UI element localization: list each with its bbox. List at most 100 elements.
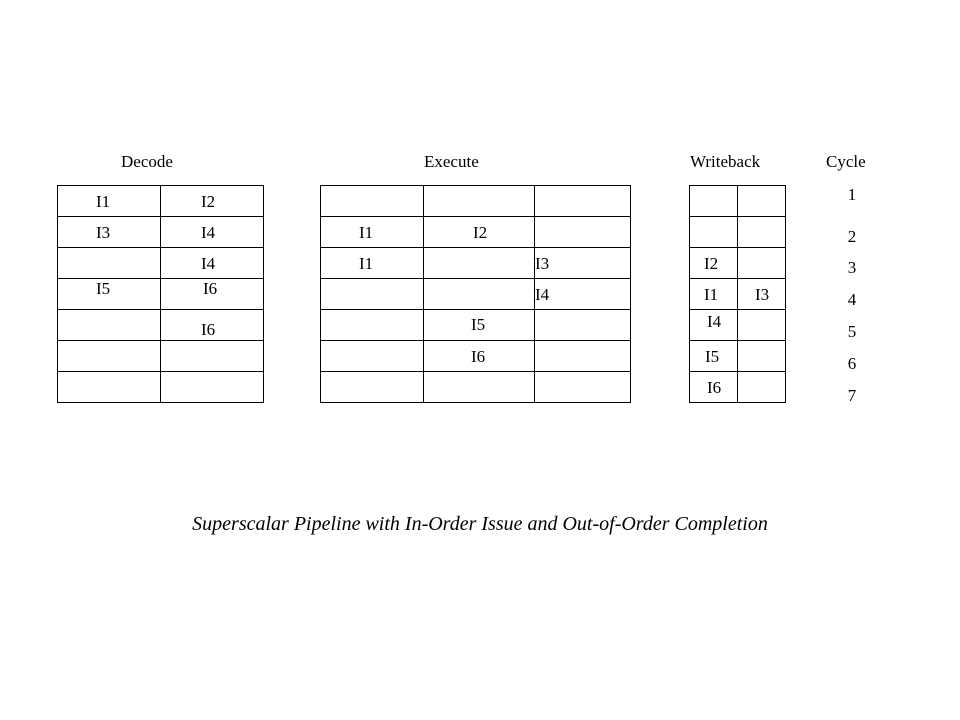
writeback-header: Writeback: [690, 152, 761, 171]
writeback-cell: I3: [737, 278, 786, 310]
decode-cell: I6: [160, 309, 264, 341]
execute-row: I1 I2: [320, 216, 631, 248]
execute-instruction: I2: [473, 223, 488, 242]
execute-row: I5: [320, 309, 631, 341]
decode-row: I5 I6: [57, 278, 264, 310]
writeback-cell: I5: [689, 340, 738, 372]
cycle-header: Cycle: [826, 152, 866, 171]
execute-cell: I5: [423, 309, 535, 341]
writeback-cell: [737, 247, 786, 279]
decode-cell: I6: [160, 278, 264, 310]
execute-cell: [320, 185, 424, 217]
cycle-number: 1: [847, 185, 857, 204]
cycle-number: 2: [847, 227, 857, 246]
decode-row: I6: [57, 309, 264, 341]
writeback-cell: [737, 309, 786, 341]
execute-cell: [423, 247, 535, 279]
decode-cell: [160, 371, 264, 403]
writeback-instruction: I3: [755, 285, 770, 304]
cycle-number: 7: [847, 386, 857, 405]
execute-row: [320, 185, 631, 217]
decode-cell: I2: [160, 185, 264, 217]
decode-row: I1 I2: [57, 185, 264, 217]
execute-row: I1 I3: [320, 247, 631, 279]
decode-header: Decode: [121, 152, 173, 171]
writeback-row: I5: [689, 340, 786, 372]
writeback-row: I4: [689, 309, 786, 341]
execute-instruction: I1: [359, 223, 374, 242]
decode-cell: [160, 340, 264, 372]
execute-cell: [320, 309, 424, 341]
decode-cell: I1: [57, 185, 161, 217]
decode-cell: [57, 371, 161, 403]
execute-row: I6: [320, 340, 631, 372]
decode-instruction: I1: [96, 192, 111, 211]
decode-cell: [57, 309, 161, 341]
decode-cell: I3: [57, 216, 161, 248]
writeback-instruction: I6: [707, 378, 722, 397]
decode-instruction: I3: [96, 223, 111, 242]
execute-instruction: I5: [471, 315, 486, 334]
execute-cell: [534, 216, 631, 248]
cycle-number: 6: [847, 354, 857, 373]
decode-instruction: I6: [201, 320, 216, 339]
decode-cell: I4: [160, 247, 264, 279]
execute-cell: [534, 340, 631, 372]
decode-row: [57, 371, 264, 403]
writeback-cell: [737, 185, 786, 217]
execute-cell: [320, 371, 424, 403]
execute-cell: [423, 371, 535, 403]
writeback-row: I1 I3: [689, 278, 786, 310]
writeback-cell: [689, 185, 738, 217]
writeback-cell: I1: [689, 278, 738, 310]
execute-cell: I1: [320, 216, 424, 248]
execute-cell: I4: [534, 278, 631, 310]
execute-cell: I6: [423, 340, 535, 372]
writeback-instruction: I4: [707, 312, 722, 331]
cycle-number: 4: [847, 290, 857, 309]
decode-row: I4: [57, 247, 264, 279]
execute-cell: [534, 185, 631, 217]
execute-row: [320, 371, 631, 403]
decode-cell: I5: [57, 278, 161, 310]
execute-cell: [423, 278, 535, 310]
execute-instruction: I4: [535, 285, 550, 304]
execute-cell: [534, 309, 631, 341]
writeback-cell: [737, 340, 786, 372]
writeback-row: [689, 216, 786, 248]
execute-cell: [423, 185, 535, 217]
execute-instruction: I1: [359, 254, 374, 273]
writeback-cell: I2: [689, 247, 738, 279]
execute-cell: I2: [423, 216, 535, 248]
writeback-instruction: I5: [705, 347, 720, 366]
execute-row: I4: [320, 278, 631, 310]
decode-row: [57, 340, 264, 372]
decode-instruction: I4: [201, 223, 216, 242]
writeback-cell: [689, 216, 738, 248]
writeback-row: I6: [689, 371, 786, 403]
execute-header: Execute: [424, 152, 479, 171]
writeback-row: [689, 185, 786, 217]
decode-instruction: I2: [201, 192, 216, 211]
decode-row: I3 I4: [57, 216, 264, 248]
execute-cell: [320, 278, 424, 310]
writeback-row: I2: [689, 247, 786, 279]
writeback-cell: [737, 216, 786, 248]
execute-instruction: I3: [535, 254, 550, 273]
execute-cell: I1: [320, 247, 424, 279]
cycle-number: 5: [847, 322, 857, 341]
execute-cell: [534, 371, 631, 403]
execute-instruction: I6: [471, 347, 486, 366]
decode-instruction: I6: [203, 279, 218, 298]
writeback-cell: I4: [689, 309, 738, 341]
writeback-instruction: I2: [704, 254, 719, 273]
cycle-number: 3: [847, 258, 857, 277]
figure-caption: Superscalar Pipeline with In-Order Issue…: [192, 513, 768, 535]
decode-cell: [57, 340, 161, 372]
execute-cell: I3: [534, 247, 631, 279]
decode-instruction: I5: [96, 279, 111, 298]
writeback-instruction: I1: [704, 285, 719, 304]
